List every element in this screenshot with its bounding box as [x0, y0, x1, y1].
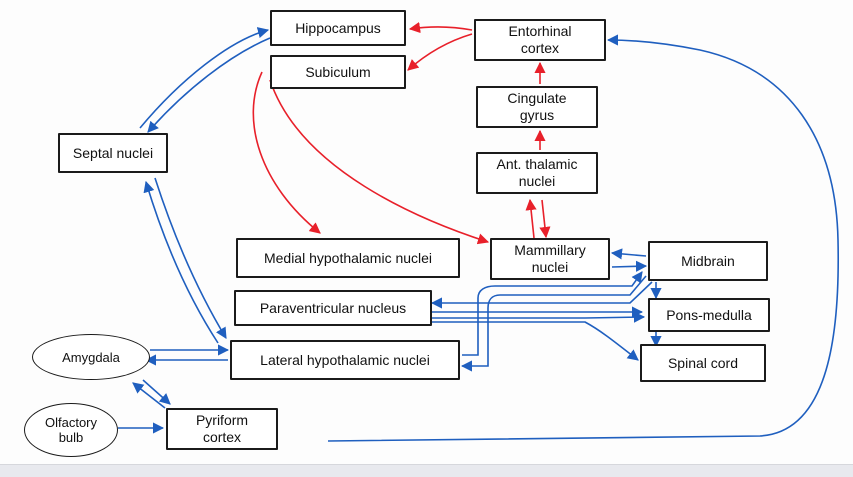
node-midbrain: Midbrain [648, 241, 768, 281]
node-pons-medulla: Pons-medulla [648, 298, 770, 332]
arrow-septal-to-hippocampus [139, 27, 270, 129]
node-entorhinal-cortex-label: Entorhinal cortex [508, 23, 572, 56]
node-midbrain-label: Midbrain [681, 252, 735, 269]
arrow-lateral-hypo-to-septal [143, 180, 219, 344]
arrow-paraventricular-to-spinal [432, 321, 639, 361]
bottom-band [0, 464, 853, 477]
arrow-hippocampus-to-septal [147, 37, 271, 133]
arrow-amygdala-to-pyriform [142, 379, 171, 405]
node-mammillary-nuclei-label: Mammillary nuclei [514, 242, 586, 275]
arrow-entorhinal-to-subiculum [407, 33, 473, 71]
arrow-subiculum-to-medial-hypo [252, 71, 321, 234]
node-amygdala: Amygdala [32, 334, 150, 380]
node-subiculum: Subiculum [270, 55, 406, 89]
node-paraventricular-nucleus: Paraventricular nucleus [234, 290, 432, 326]
node-spinal-cord-label: Spinal cord [667, 354, 739, 371]
node-olfactory-bulb: Olfactory bulb [24, 403, 118, 457]
arrow-mammillary-to-thalamic [525, 198, 537, 239]
node-mammillary-nuclei: Mammillary nuclei [490, 238, 610, 280]
node-medial-hypothalamic-nuclei: Medial hypothalamic nuclei [236, 238, 460, 278]
node-lateral-hypothalamic-nuclei: Lateral hypothalamic nuclei [230, 340, 460, 380]
node-hippocampus-label: Hippocampus [295, 19, 381, 36]
arrow-midbrain-to-mammillary [610, 248, 647, 260]
node-entorhinal-cortex: Entorhinal cortex [474, 19, 606, 61]
arrow-lateral-hypo-to-midbrain [462, 271, 643, 356]
node-subiculum-label: Subiculum [305, 63, 371, 80]
arrow-midbrain-to-lateral-hypo [460, 275, 647, 372]
node-medial-hypothalamic-nuclei-label: Medial hypothalamic nuclei [263, 249, 433, 266]
arrow-septal-to-lateral-hypo [154, 177, 227, 339]
node-hippocampus: Hippocampus [270, 10, 406, 46]
node-ant-thalamic-nuclei: Ant. thalamic nuclei [476, 152, 598, 194]
node-pons-medulla-label: Pons-medulla [666, 306, 752, 323]
node-pyriform-cortex-label: Pyriform cortex [195, 412, 249, 445]
node-pyriform-cortex: Pyriform cortex [166, 408, 278, 450]
arrow-entorhinal-to-hippocampus [408, 21, 473, 34]
arrow-mammillary-to-midbrain [611, 260, 648, 272]
arrow-midbrain-to-paraventricular [430, 281, 653, 309]
node-spinal-cord: Spinal cord [640, 344, 766, 382]
node-cingulate-gyrus: Cingulate gyrus [476, 86, 598, 128]
node-amygdala-label: Amygdala [62, 349, 120, 365]
node-paraventricular-nucleus-label: Paraventricular nucleus [259, 299, 407, 316]
arrow-thalamic-to-mammillary [539, 199, 551, 239]
node-septal-nuclei: Septal nuclei [58, 133, 168, 173]
arrow-subiculum-to-mammillary [269, 79, 490, 245]
node-lateral-hypothalamic-nuclei-label: Lateral hypothalamic nuclei [260, 351, 430, 368]
arrow-paraventricular-to-pons-2 [432, 311, 646, 323]
node-olfactory-bulb-label: Olfactory bulb [44, 415, 97, 445]
node-cingulate-gyrus-label: Cingulate gyrus [507, 90, 567, 123]
node-ant-thalamic-nuclei-label: Ant. thalamic nuclei [496, 156, 578, 189]
node-septal-nuclei-label: Septal nuclei [72, 144, 154, 161]
arrow-pyriform-to-entorhinal [327, 34, 840, 442]
